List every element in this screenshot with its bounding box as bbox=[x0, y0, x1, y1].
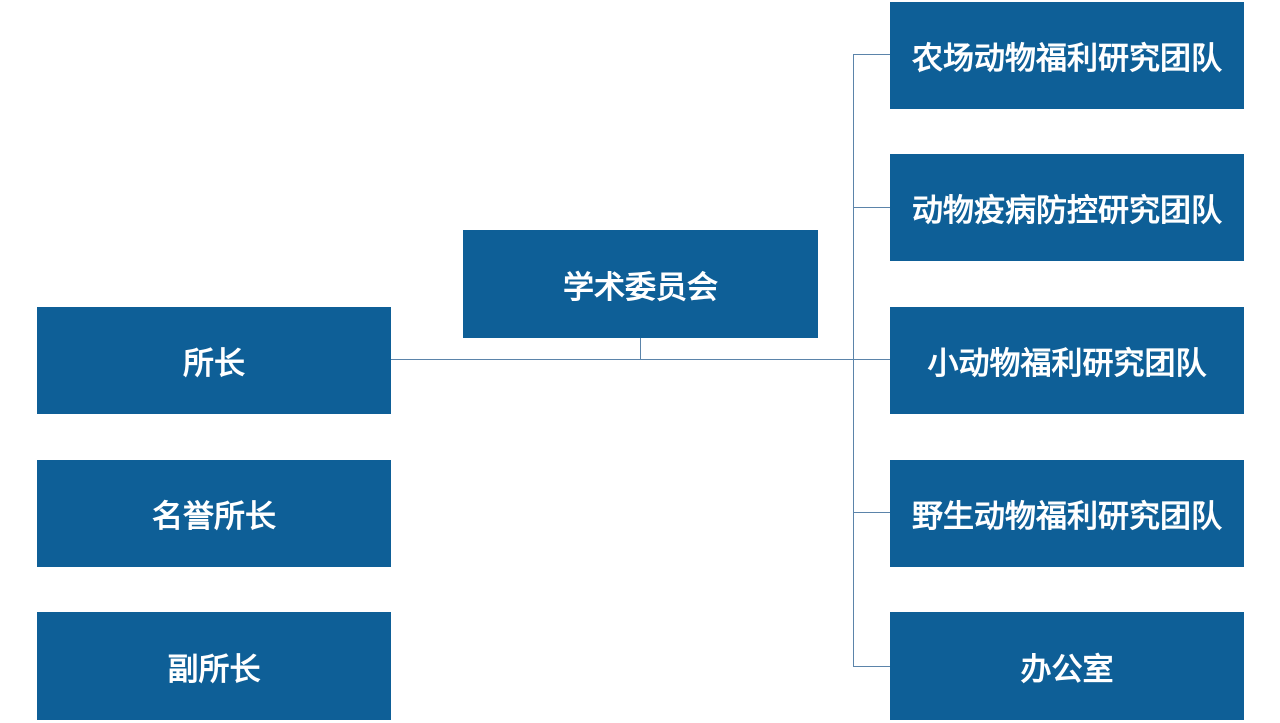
connector-branch-team-4 bbox=[853, 512, 890, 513]
team-1-box: 农场动物福利研究团队 bbox=[890, 2, 1244, 109]
team-3-box: 小动物福利研究团队 bbox=[890, 307, 1244, 414]
team-2-box: 动物疫病防控研究团队 bbox=[890, 154, 1244, 261]
connector-branch-team-2 bbox=[853, 207, 890, 208]
director-box: 所长 bbox=[37, 307, 391, 414]
deputy-director-box: 副所长 bbox=[37, 612, 391, 720]
office-box: 办公室 bbox=[890, 612, 1244, 720]
honorary-director-label: 名誉所长 bbox=[152, 499, 276, 535]
team-2-label: 动物疫病防控研究团队 bbox=[912, 193, 1222, 229]
connector-branch-team-3 bbox=[853, 359, 890, 360]
connector-right-spine bbox=[853, 54, 854, 666]
honorary-director-box: 名誉所长 bbox=[37, 460, 391, 567]
deputy-director-label: 副所长 bbox=[167, 651, 261, 688]
committee-label: 学术委员会 bbox=[563, 269, 718, 306]
connector-committee-stem bbox=[640, 338, 641, 360]
connector-branch-office bbox=[853, 666, 890, 667]
connector-branch-team-1 bbox=[853, 54, 890, 55]
office-label: 办公室 bbox=[1020, 651, 1114, 688]
team-3-label: 小动物福利研究团队 bbox=[927, 346, 1207, 382]
team-1-label: 农场动物福利研究团队 bbox=[912, 41, 1222, 77]
team-4-label: 野生动物福利研究团队 bbox=[912, 499, 1222, 535]
team-4-box: 野生动物福利研究团队 bbox=[890, 460, 1244, 567]
connector-director-to-spine bbox=[390, 359, 854, 360]
director-label: 所长 bbox=[183, 346, 245, 382]
committee-box: 学术委员会 bbox=[463, 230, 818, 338]
